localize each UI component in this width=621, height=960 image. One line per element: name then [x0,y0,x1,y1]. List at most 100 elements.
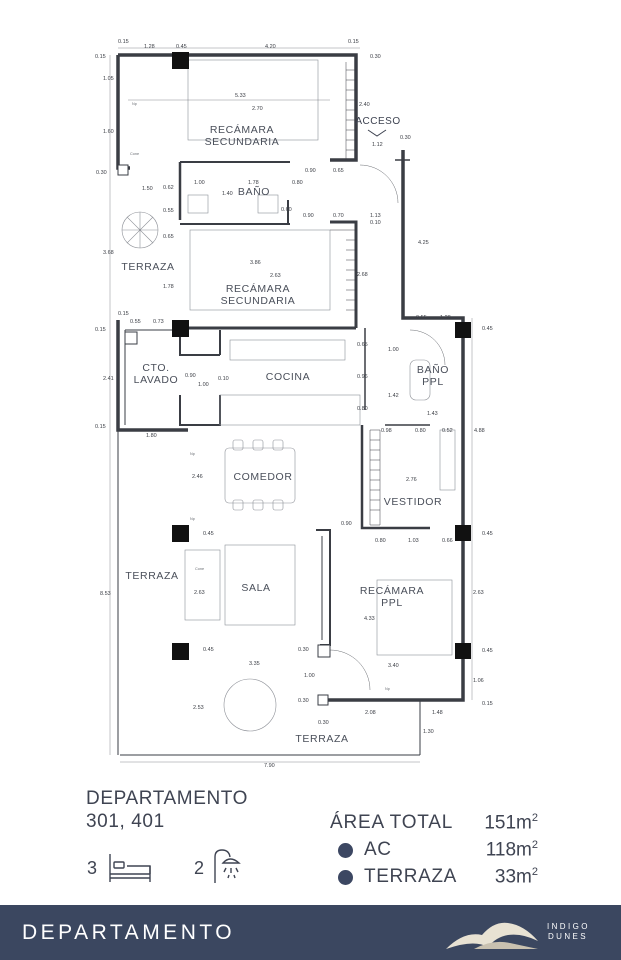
svg-text:1.06: 1.06 [473,678,484,684]
terraza-label: TERRAZA [364,866,457,887]
svg-text:0.70: 0.70 [333,213,344,219]
svg-text:0.96: 0.96 [357,374,368,380]
svg-text:2.68: 2.68 [357,272,368,278]
svg-text:TERRAZA: TERRAZA [121,261,174,273]
svg-text:4.20: 4.20 [265,44,276,50]
svg-text:0.65: 0.65 [333,168,344,174]
footer-title: DEPARTAMENTO [22,921,236,944]
svg-text:5.33: 5.33 [235,93,246,99]
svg-text:0.90: 0.90 [185,373,196,379]
svg-text:0.10: 0.10 [370,220,381,226]
dimension-labels: 0.15 1.28 0.45 4.20 0.15 0.15 1.05 5.33 … [95,39,493,769]
room-labels: RECÁMARA SECUNDARIA BAÑO TERRAZA RECÁMAR… [121,116,449,745]
svg-text:1.05: 1.05 [103,76,114,82]
ac-area-value: 118m2 [485,839,538,861]
svg-text:2.46: 2.46 [192,474,203,480]
svg-text:1.00: 1.00 [304,673,315,679]
svg-text:CTO.: CTO. [142,362,169,374]
ac-bullet [338,843,353,858]
unit-numbers: 301, 401 [86,811,165,832]
svg-text:0.15: 0.15 [95,327,106,333]
svg-text:3.40: 3.40 [388,663,399,669]
total-area-label: ÁREA TOTAL [330,812,454,833]
svg-text:0.15: 0.15 [95,424,106,430]
svg-text:2.63: 2.63 [473,590,484,596]
svg-text:Np: Np [190,517,195,521]
svg-text:PPL: PPL [422,376,444,388]
svg-text:0.30: 0.30 [400,135,411,141]
brand-line-1: INDIGO [547,922,590,931]
svg-text:0.80: 0.80 [375,538,386,544]
svg-text:2.63: 2.63 [270,273,281,279]
svg-text:0.66: 0.66 [442,538,453,544]
svg-text:0.90: 0.90 [303,213,314,219]
bathroom-count: 2 [194,858,205,878]
svg-text:1.50: 1.50 [142,186,153,192]
svg-text:0.55: 0.55 [163,208,174,214]
svg-text:0.30: 0.30 [318,720,329,726]
svg-text:0.98: 0.98 [381,428,392,434]
terraza-bullet [338,870,353,885]
plan-notes: Np Cone Np Np Cone Np [130,102,390,691]
brand-line-2: DUNES [548,932,589,941]
svg-text:1.43: 1.43 [427,411,438,417]
svg-text:VESTIDOR: VESTIDOR [384,496,442,508]
svg-text:0.30: 0.30 [298,647,309,653]
svg-text:TERRAZA: TERRAZA [125,570,178,582]
svg-text:4.33: 4.33 [364,616,375,622]
svg-text:7.90: 7.90 [264,763,275,769]
svg-text:0.65: 0.65 [163,234,174,240]
svg-text:3.68: 3.68 [103,250,114,256]
svg-text:SECUNDARIA: SECUNDARIA [221,295,296,307]
svg-text:1.28: 1.28 [440,315,451,321]
svg-text:1.78: 1.78 [163,284,174,290]
svg-text:1.28: 1.28 [144,44,155,50]
small-columns [117,164,331,706]
dunes-logo-icon [446,922,538,949]
footer-bar: DEPARTAMENTO INDIGO DUNES [0,905,621,960]
svg-text:PPL: PPL [381,597,403,609]
svg-text:RECÁMARA: RECÁMARA [360,584,424,597]
svg-text:Cone: Cone [195,567,204,571]
svg-text:1.48: 1.48 [432,710,443,716]
svg-text:2.76: 2.76 [406,477,417,483]
structural-columns [172,52,471,660]
svg-text:4.25: 4.25 [418,240,429,246]
svg-text:0.30: 0.30 [370,54,381,60]
svg-text:0.15: 0.15 [482,701,493,707]
svg-text:1.12: 1.12 [372,142,383,148]
svg-text:1.03: 1.03 [408,538,419,544]
svg-text:0.45: 0.45 [482,326,493,332]
svg-text:3.35: 3.35 [249,661,260,667]
svg-text:SECUNDARIA: SECUNDARIA [205,136,280,148]
svg-text:1.40: 1.40 [222,191,233,197]
svg-text:Cone: Cone [130,152,139,156]
svg-text:0.15: 0.15 [118,311,129,317]
svg-text:RECÁMARA: RECÁMARA [210,123,274,136]
svg-text:0.90: 0.90 [341,521,352,527]
svg-text:Np: Np [385,687,390,691]
svg-text:1.13: 1.13 [370,213,381,219]
svg-text:2.53: 2.53 [193,705,204,711]
exterior-walls [116,53,465,756]
svg-text:2.70: 2.70 [252,106,263,112]
svg-text:4.88: 4.88 [474,428,485,434]
bed-icon [109,854,151,882]
svg-text:0.52: 0.52 [442,428,453,434]
total-area-value: 151m2 [484,812,538,834]
unit-type-title: DEPARTAMENTO [86,788,249,809]
dimension-lines [109,47,473,763]
svg-text:0.80: 0.80 [415,428,426,434]
svg-text:Np: Np [132,102,137,106]
svg-text:0.80: 0.80 [292,180,303,186]
svg-text:ACCESO: ACCESO [355,116,400,127]
svg-text:2.08: 2.08 [365,710,376,716]
svg-text:0.30: 0.30 [96,170,107,176]
svg-text:0.45: 0.45 [482,531,493,537]
svg-text:0.45: 0.45 [203,647,214,653]
svg-text:TERRAZA: TERRAZA [295,733,348,745]
svg-text:2.41: 2.41 [103,376,114,382]
svg-text:0.45: 0.45 [176,44,187,50]
svg-text:BAÑO: BAÑO [417,363,449,376]
svg-text:1.80: 1.80 [146,433,157,439]
